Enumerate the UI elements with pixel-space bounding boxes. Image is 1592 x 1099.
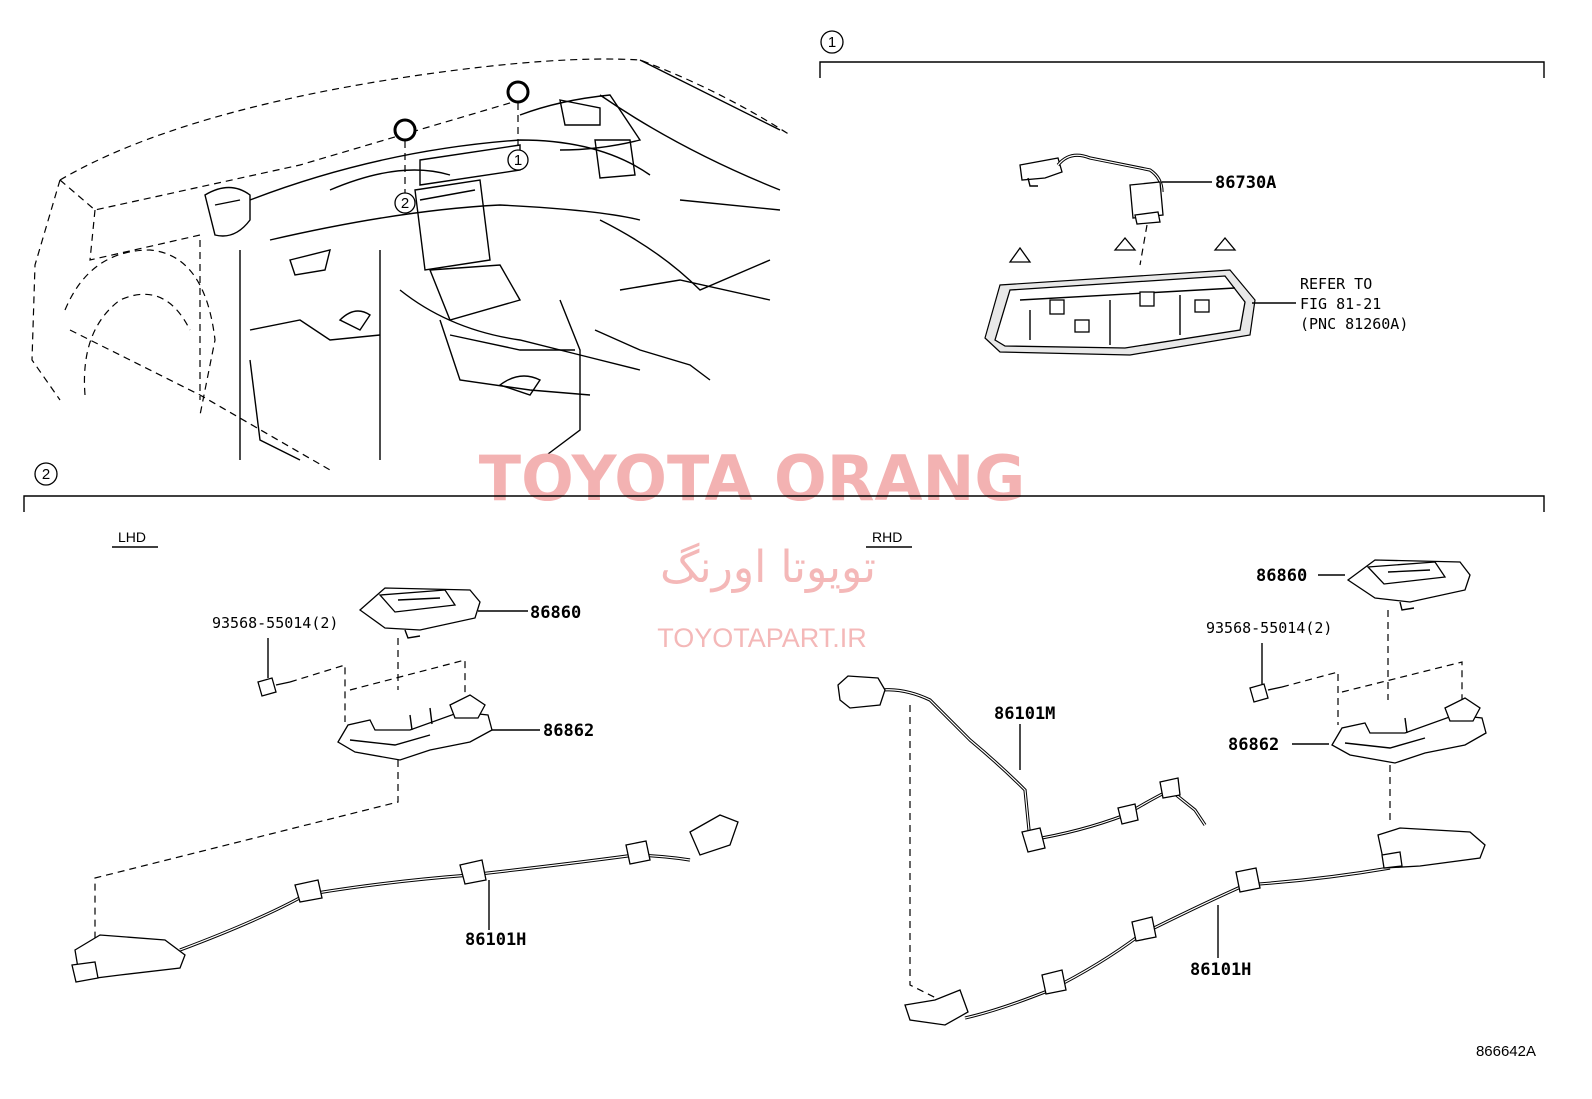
watermark: TOYOTA ORANG تویوتا اورنگ TOYOTAPART.IR (479, 442, 1025, 653)
section-1-marker (820, 30, 844, 54)
label-lhd-86862: 86862 (543, 721, 594, 741)
lhd-screw-graphic (257, 677, 291, 697)
section-1: 1 86730A (819, 30, 1545, 356)
lhd-86862-graphic (337, 694, 493, 761)
refer-line-1: REFER TO (1300, 275, 1372, 293)
overview-callout-2-text: 2 (401, 195, 409, 212)
label-lhd-86860: 86860 (530, 603, 581, 623)
rhd-screw-graphic (1249, 683, 1283, 703)
label-rhd-86862: 86862 (1228, 735, 1279, 755)
overview-callout-1-text: 1 (514, 152, 522, 169)
lhd-86101H-graphic (71, 814, 739, 983)
overview-callout-1 (507, 149, 529, 171)
location-marker-1 (506, 80, 530, 104)
label-rhd-86860: 86860 (1256, 566, 1307, 586)
overview-callout-2 (394, 192, 416, 214)
location-marker-2 (393, 118, 417, 142)
rhd-86860-graphic (1346, 559, 1471, 611)
section-2-marker (34, 462, 58, 486)
watermark-url: TOYOTAPART.IR (657, 623, 867, 653)
refer-line-2: FIG 81-21 (1300, 295, 1381, 313)
lhd-86860-graphic (358, 587, 481, 639)
section-1-marker-text: 1 (828, 34, 836, 51)
section-2-marker-text: 2 (42, 466, 50, 483)
lhd-label: LHD (118, 529, 146, 545)
label-rhd-86101H: 86101H (1190, 960, 1251, 980)
label-lhd-screw: 93568-55014(2) (212, 614, 338, 632)
rhd-label: RHD (872, 529, 902, 545)
figure-code: 866642A (1476, 1043, 1536, 1060)
part-86730A-graphic (1019, 153, 1164, 225)
section-2: 2 LHD RHD (23, 462, 1545, 548)
label-rhd-86101M: 86101M (994, 704, 1055, 724)
watermark-title: TOYOTA ORANG (479, 442, 1025, 515)
refer-line-3: (PNC 81260A) (1300, 315, 1408, 333)
label-86730A: 86730A (1215, 173, 1276, 193)
overhead-console-graphic (984, 236, 1256, 356)
rhd-86101M-graphic (837, 675, 1207, 853)
rhd-86101H-graphic (904, 827, 1486, 1026)
label-lhd-86101H: 86101H (465, 930, 526, 950)
watermark-subtitle-fa: تویوتا اورنگ (660, 542, 876, 593)
rhd-86862-graphic (1331, 697, 1487, 764)
lhd-assembly: 86860 93568-55014(2) 86862 (71, 587, 739, 983)
car-interior-overview: 1 2 (31, 58, 791, 471)
rhd-assembly: 86860 93568-55014(2) 86862 (837, 559, 1487, 1026)
label-rhd-screw: 93568-55014(2) (1206, 619, 1332, 637)
